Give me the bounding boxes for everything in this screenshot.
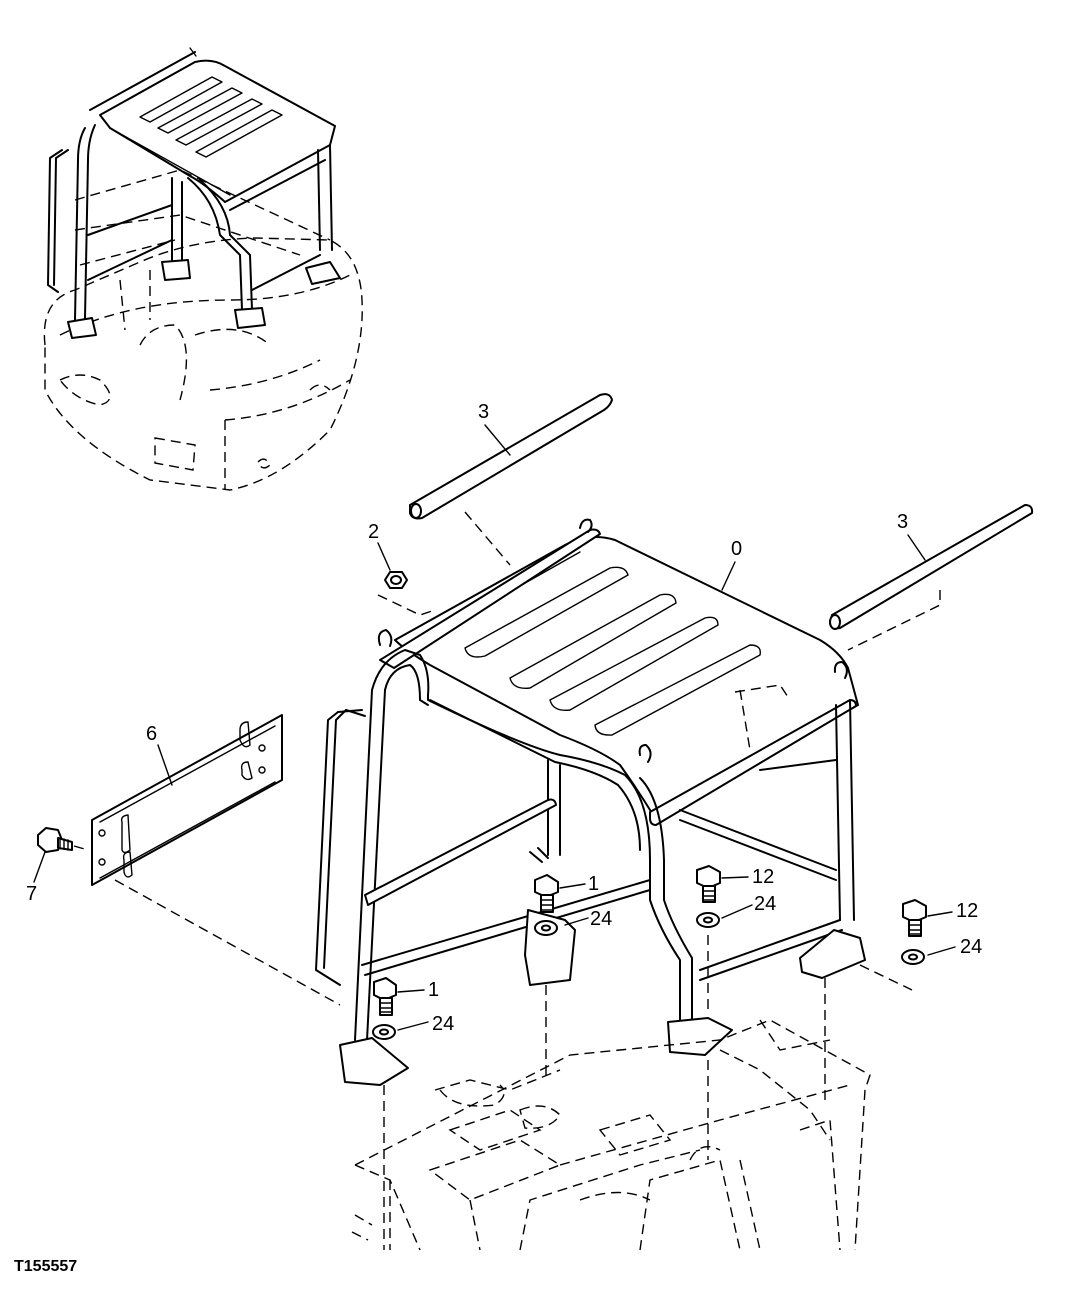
part-3-rod-right: [829, 504, 1034, 651]
callout-3-right: 3: [897, 511, 908, 533]
callout-12-front: 12: [956, 900, 978, 922]
callout-6: 6: [146, 723, 157, 745]
part-2-nut: [377, 571, 436, 616]
washer-24-front-left: [372, 1024, 396, 1250]
callout-3-left: 3: [478, 401, 489, 423]
bolt-12-front-right: [902, 899, 927, 937]
callout-24-rear-left: 24: [590, 908, 612, 930]
callout-0: 0: [731, 538, 742, 560]
part-7-screw: [37, 827, 89, 853]
callout-12-rear: 12: [752, 866, 774, 888]
part-0-canopy-frame: [315, 518, 866, 1086]
part-3-rod-left: [409, 393, 613, 566]
callout-7: 7: [26, 883, 37, 905]
bolt-1-rear-left: [534, 874, 559, 913]
washer-24-front-right: [824, 949, 925, 1100]
callout-1-front: 1: [428, 979, 439, 1001]
washer-24-rear-left: [534, 920, 558, 1080]
part-6-plate: [91, 714, 341, 1006]
leader-lines: [33, 424, 956, 1031]
machine-overview-inset: [43, 47, 363, 491]
bolt-12-rear-right: [696, 865, 721, 903]
callout-24-front-right: 24: [960, 936, 982, 958]
callout-24-rear-right: 24: [754, 893, 776, 915]
callout-1-rear: 1: [588, 873, 599, 895]
figure-reference: T155557: [14, 1258, 77, 1275]
washer-24-rear-right: [696, 912, 720, 1160]
callout-2: 2: [368, 521, 379, 543]
machine-frame-dashed: [351, 1019, 871, 1251]
callout-labels: 3 2 0 3 6 7 1 24 12 24 12 24 1 24 T15555…: [14, 401, 982, 1275]
bolt-1-front-left: [373, 977, 397, 1016]
callout-24-front-left: 24: [432, 1013, 454, 1035]
